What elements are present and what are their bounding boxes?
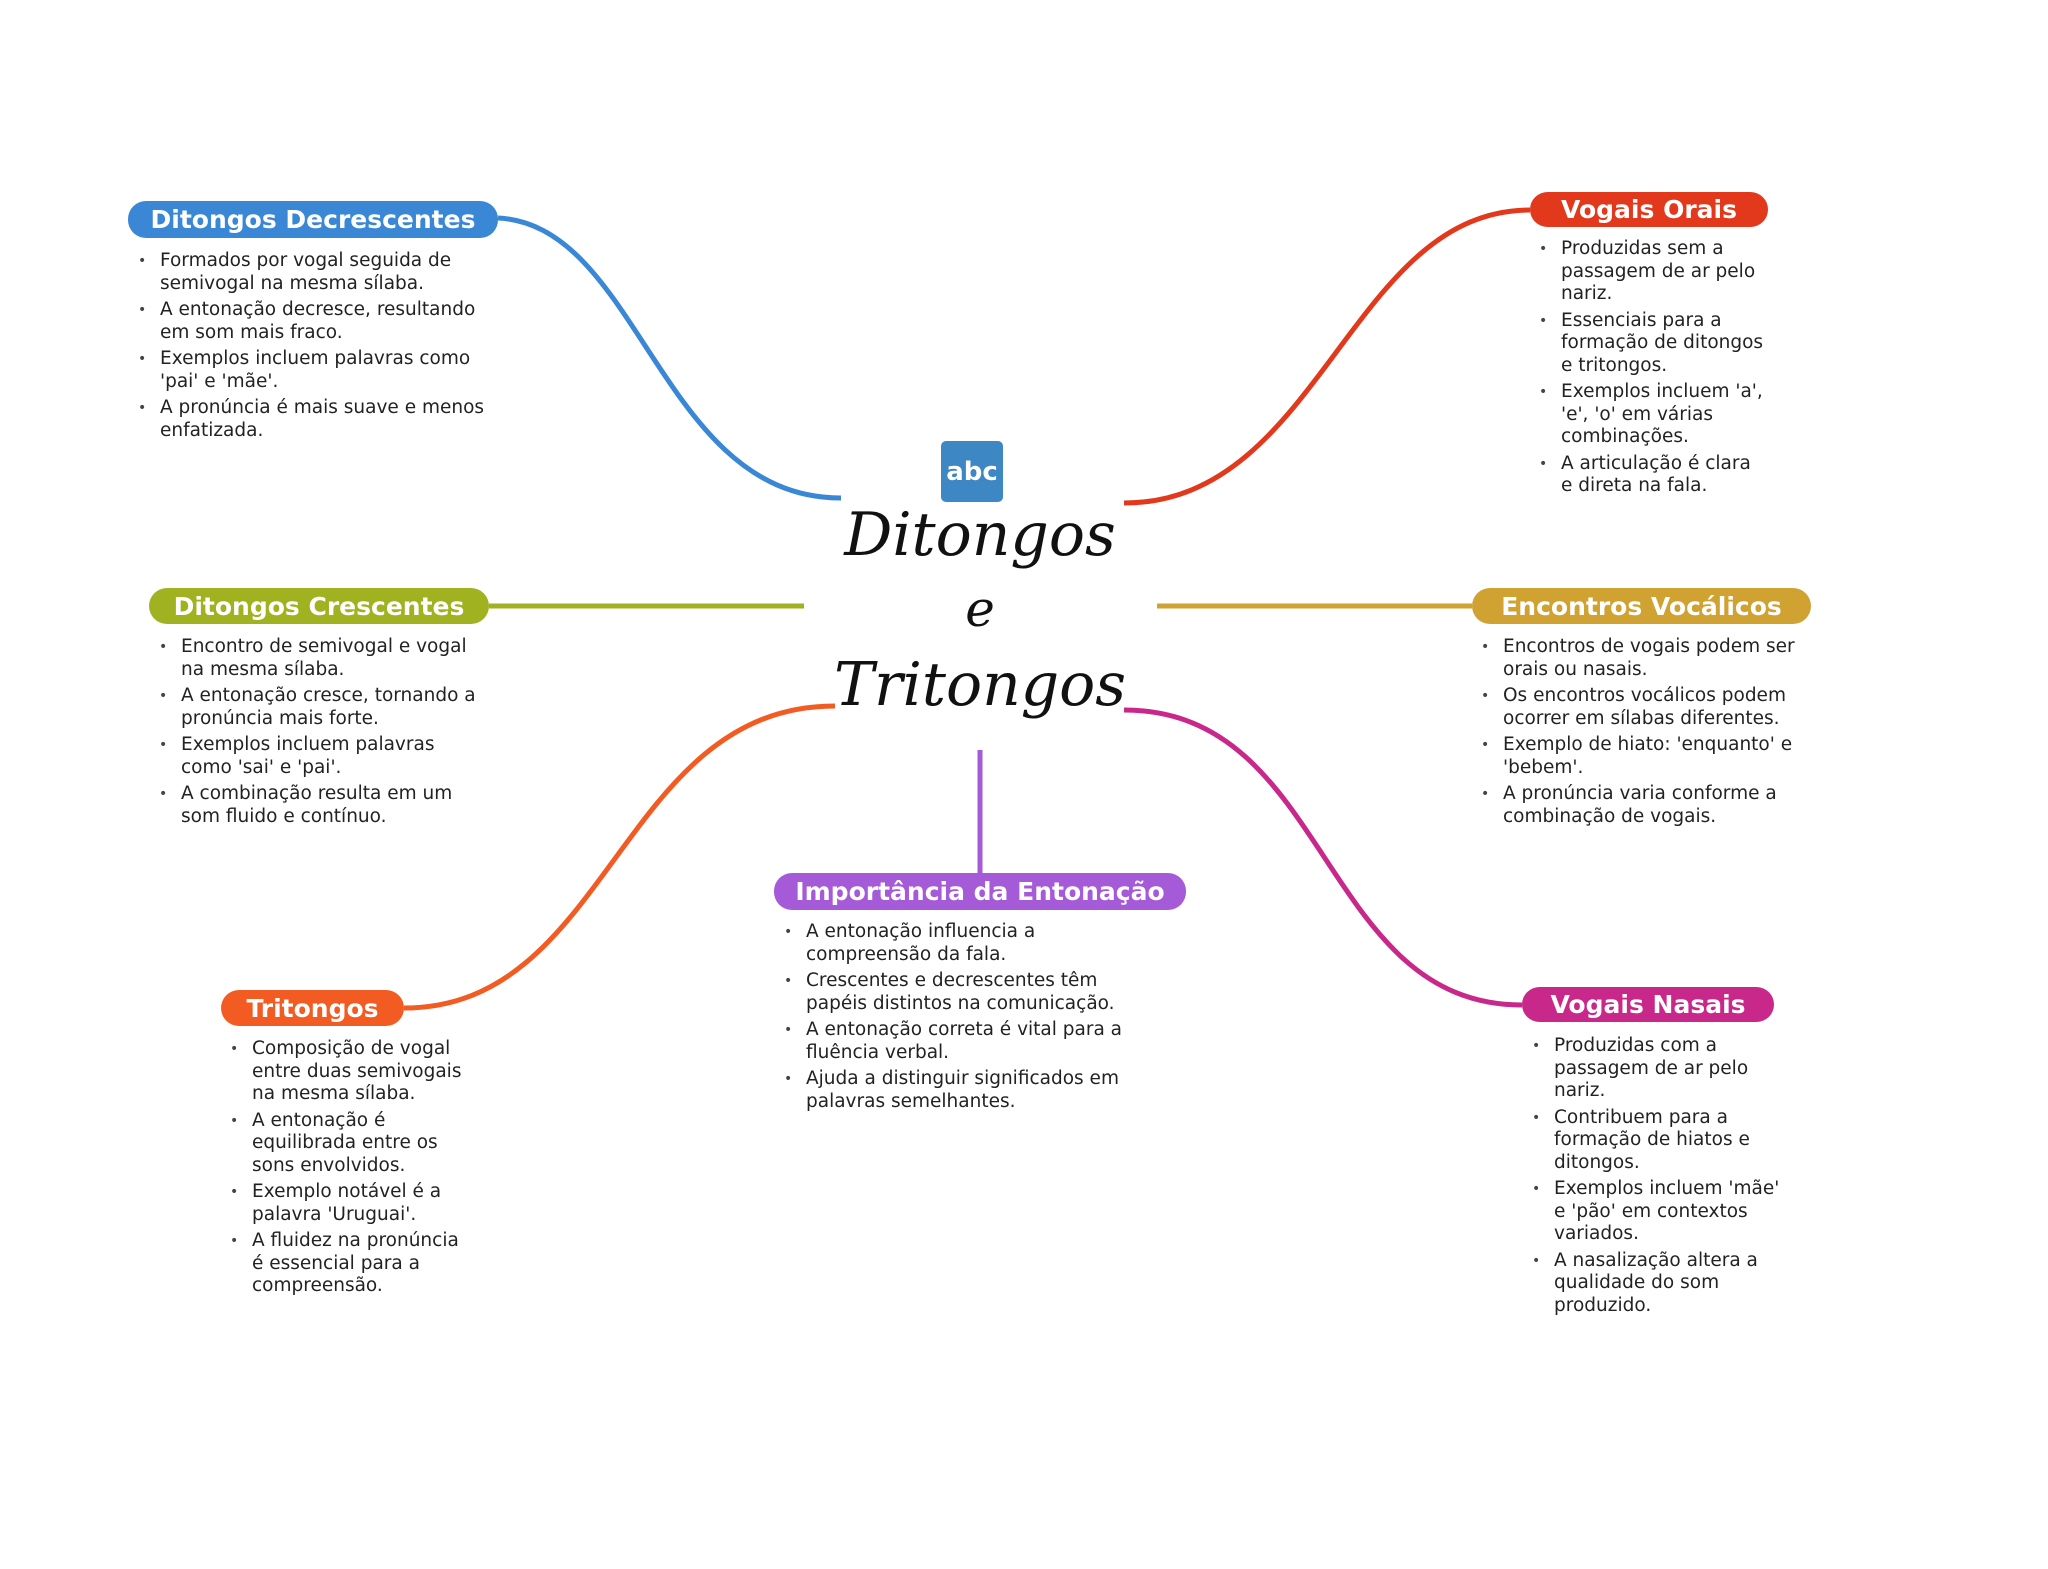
notes-encontros-vocalicos: Encontros de vogais podem ser orais ou n… [1479,636,1809,832]
topic-encontros-vocalicos[interactable]: Encontros Vocálicos [1472,588,1811,624]
topic-vogais-orais[interactable]: Vogais Orais [1530,192,1768,227]
note-item: Produzidas sem a passagem de ar pelo nar… [1537,238,1767,306]
note-item: Formados por vogal seguida de semivogal … [136,250,486,295]
note-item: A entonação correta é vital para a fluên… [782,1019,1152,1064]
abc-icon-text: abc [946,456,998,487]
note-item: Crescentes e decrescentes têm papéis dis… [782,970,1152,1015]
note-item: A pronúncia é mais suave e menos enfatiz… [136,397,486,442]
notes-ditongos-crescentes: Encontro de semivogal e vogal na mesma s… [157,636,487,832]
note-item: Exemplos incluem palavras como 'sai' e '… [157,734,487,779]
note-item: A fluidez na pronúncia é essencial para … [228,1230,468,1298]
note-item: Exemplos incluem 'mãe' e 'pão' em contex… [1530,1178,1790,1246]
note-item: A combinação resulta em um som fluido e … [157,783,487,828]
central-title-line-2: e [965,580,995,638]
central-title-line-1: Ditongos [844,500,1116,570]
note-item: A nasalização altera a qualidade do som … [1530,1250,1790,1318]
notes-tritongos: Composição de vogal entre duas semivogai… [228,1038,468,1302]
connector-tritongos [403,703,836,1011]
topic-tritongos[interactable]: Tritongos [221,990,404,1026]
note-item: Exemplos incluem palavras como 'pai' e '… [136,348,486,393]
note-item: A articulação é clara e direta na fala. [1537,453,1767,498]
note-item: A entonação é equilibrada entre os sons … [228,1110,468,1178]
note-item: Ajuda a distinguir significados em palav… [782,1068,1152,1113]
note-item: Exemplo de hiato: 'enquanto' e 'bebem'. [1479,734,1809,779]
note-item: Encontro de semivogal e vogal na mesma s… [157,636,487,681]
notes-vogais-orais: Produzidas sem a passagem de ar pelo nar… [1537,238,1767,502]
note-item: Os encontros vocálicos podem ocorrer em … [1479,685,1809,730]
topic-ditongos-crescentes[interactable]: Ditongos Crescentes [149,588,489,624]
note-item: A entonação cresce, tornando a pronúncia… [157,685,487,730]
notes-importancia-da-entonacao: A entonação influencia a compreensão da … [782,921,1152,1117]
note-item: A pronúncia varia conforme a combinação … [1479,783,1809,828]
connector-vogais-nasais [1123,707,1523,1008]
note-item: Encontros de vogais podem ser orais ou n… [1479,636,1809,681]
topic-vogais-nasais[interactable]: Vogais Nasais [1522,987,1774,1022]
topic-ditongos-decrescentes[interactable]: Ditongos Decrescentes [128,201,498,238]
abc-icon: abc [941,441,1003,502]
note-item: Exemplos incluem 'a', 'e', 'o' em várias… [1537,381,1767,449]
note-item: Produzidas com a passagem de ar pelo nar… [1530,1035,1790,1103]
connector-ditongos-decrescentes [497,215,842,501]
topic-importancia-da-entonacao[interactable]: Importância da Entonação [774,873,1186,910]
note-item: A entonação decresce, resultando em som … [136,299,486,344]
note-item: Essenciais para a formação de ditongos e… [1537,310,1767,378]
connector-vogais-orais [1123,207,1531,506]
notes-vogais-nasais: Produzidas com a passagem de ar pelo nar… [1530,1035,1790,1321]
note-item: Contribuem para a formação de hiatos e d… [1530,1107,1790,1175]
note-item: Composição de vogal entre duas semivogai… [228,1038,468,1106]
notes-ditongos-decrescentes: Formados por vogal seguida de semivogal … [136,250,486,446]
note-item: Exemplo notável é a palavra 'Uruguai'. [228,1181,468,1226]
central-title-line-3: Tritongos [833,650,1127,720]
note-item: A entonação influencia a compreensão da … [782,921,1152,966]
